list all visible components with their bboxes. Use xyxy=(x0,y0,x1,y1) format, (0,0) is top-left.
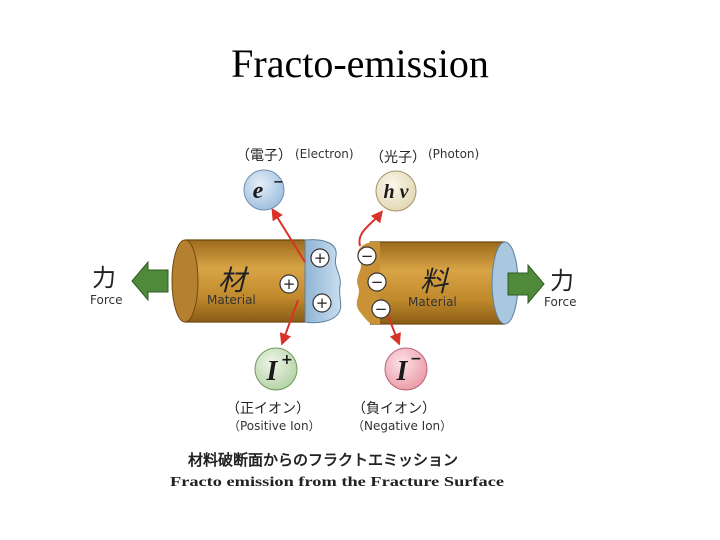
right-force-en-label: Force xyxy=(544,295,576,309)
negative-charge-3: − xyxy=(371,299,391,319)
minus-sign: − xyxy=(375,300,388,318)
positive-ion-particle: I + xyxy=(254,347,298,391)
page-title: Fracto-emission xyxy=(231,41,489,86)
right-force-jp-label: 力 xyxy=(550,267,574,295)
electron-en-label: (Electron) xyxy=(295,147,354,161)
negative-ion-sup: − xyxy=(410,351,422,367)
positive-charge-2: + xyxy=(279,274,299,294)
positive-ion-jp-label: （正イオン） xyxy=(226,401,310,417)
positive-charge-3: + xyxy=(312,293,332,313)
left-force-jp-label: 力 xyxy=(92,264,116,292)
negative-ion-symbol: I xyxy=(396,356,409,387)
right-material-en-label: Material xyxy=(408,295,457,309)
left-material-jp-label: 材 xyxy=(218,264,250,297)
photon-en-label: (Photon) xyxy=(428,147,479,161)
left-material-en-label: Material xyxy=(207,293,256,307)
left-force-arrow xyxy=(131,260,169,302)
negative-ion-jp-label: （負イオン） xyxy=(352,401,436,417)
plus-sign: + xyxy=(314,249,327,267)
negative-ion-particle: I − xyxy=(384,347,428,391)
electron-emission-arrow xyxy=(271,207,306,263)
electron-sup: − xyxy=(273,175,284,190)
electron-particle: e − xyxy=(243,169,285,211)
photon-particle: h ν xyxy=(375,170,417,212)
positive-charge-1: + xyxy=(310,248,330,268)
negative-ion-emission-arrow xyxy=(387,315,401,346)
negative-charge-1: − xyxy=(357,246,377,266)
right-force-arrow xyxy=(507,263,545,305)
photon-jp-label: （光子） xyxy=(370,150,426,166)
minus-sign: − xyxy=(371,273,384,291)
photon-emission-arrow xyxy=(358,210,384,247)
caption-jp: 材料破断面からのフラクトエミッション xyxy=(188,451,458,469)
positive-ion-sup: + xyxy=(281,352,293,368)
electron-jp-label: （電子） xyxy=(236,148,292,164)
electron-symbol: e xyxy=(253,178,264,204)
negative-ion-en-label: （Negative Ion） xyxy=(352,419,452,433)
right-material-jp-label: 料 xyxy=(420,265,450,298)
plus-sign: + xyxy=(283,275,296,293)
positive-ion-symbol: I xyxy=(266,356,279,387)
negative-charge-2: − xyxy=(367,272,387,292)
caption-en: Fracto emission from the Fracture Surfac… xyxy=(170,475,504,490)
plus-sign: + xyxy=(316,294,329,312)
positive-ion-en-label: （Positive Ion） xyxy=(228,419,321,433)
left-force-en-label: Force xyxy=(90,293,122,307)
minus-sign: − xyxy=(361,247,374,265)
photon-symbol: h ν xyxy=(384,181,410,203)
positive-ion-emission-arrow xyxy=(279,299,299,346)
